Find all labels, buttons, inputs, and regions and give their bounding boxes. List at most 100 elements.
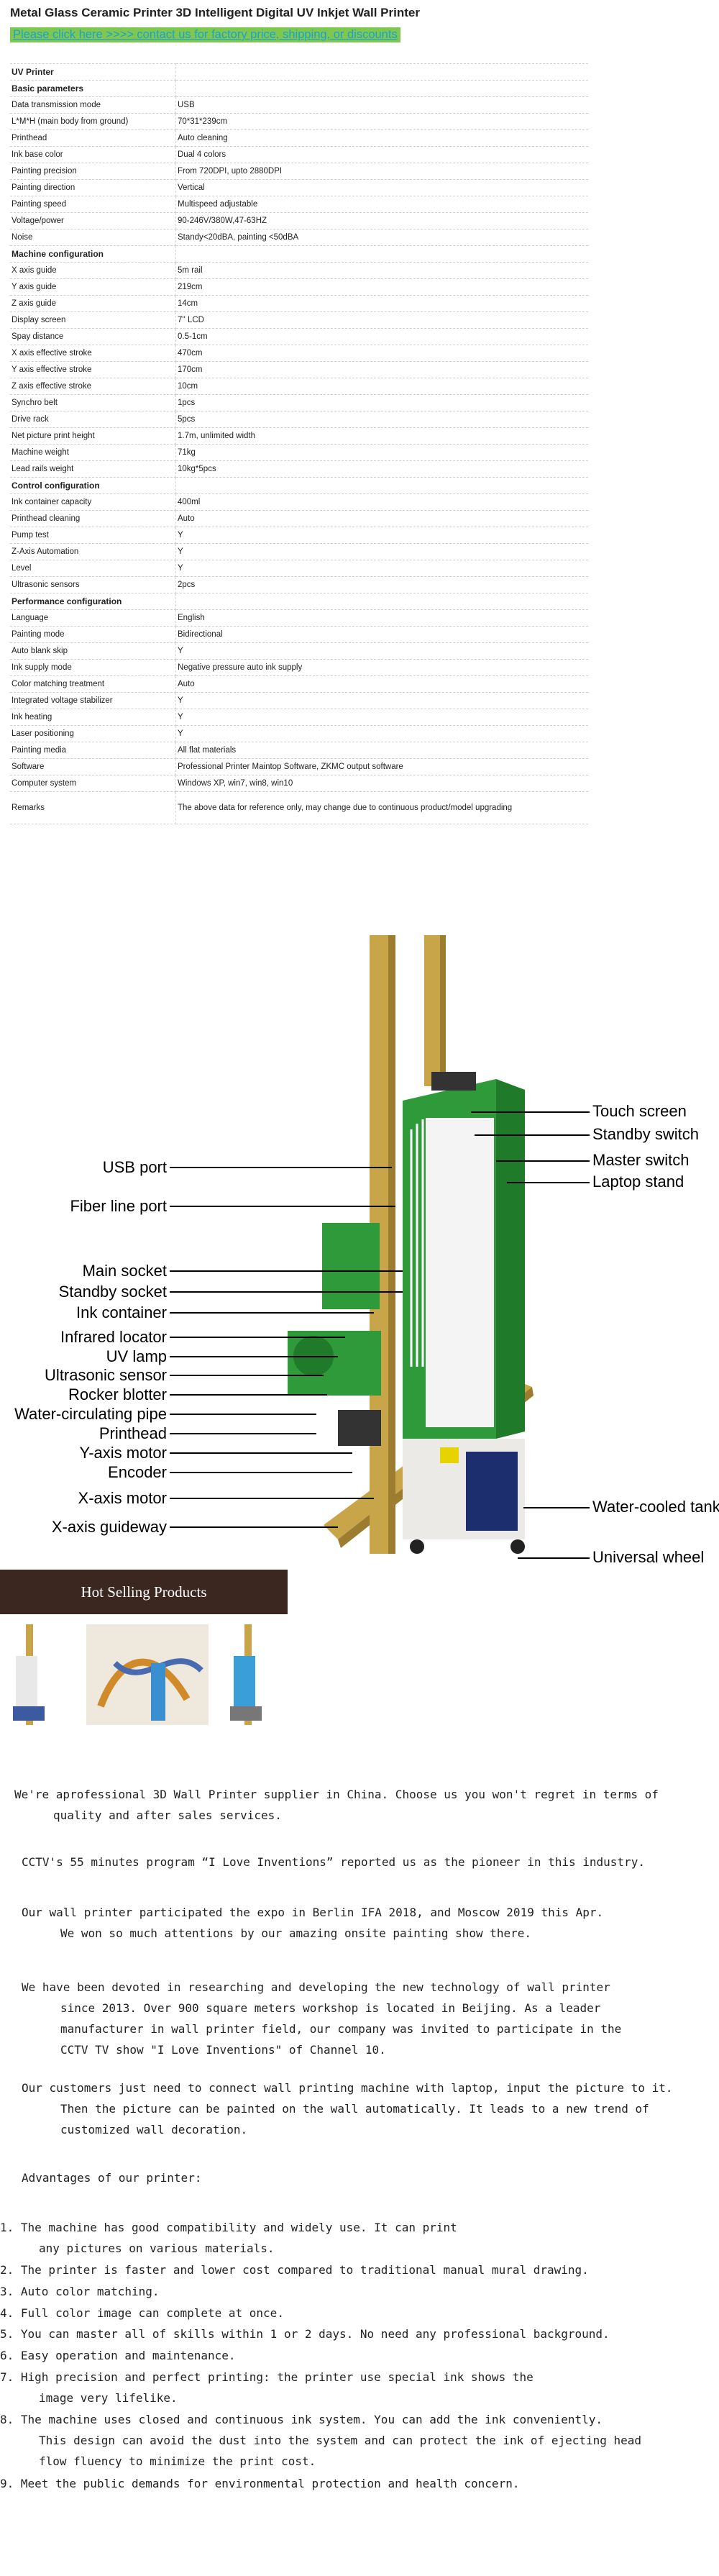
spec-label: Machine weight xyxy=(10,444,176,461)
about-paragraph: We're aprofessional 3D Wall Printer supp… xyxy=(14,1784,659,1826)
spec-value: 90-246V/380W,47-63HZ xyxy=(175,212,588,229)
advantage-item: 6. Easy operation and maintenance. xyxy=(0,2345,236,2366)
spec-label: Level xyxy=(10,560,176,577)
spec-value: Dual 4 colors xyxy=(175,146,588,163)
spec-section-heading: Machine configuration xyxy=(10,245,588,263)
spec-value: USB xyxy=(175,96,588,114)
paragraph-line: flow fluency to minimize the print cost. xyxy=(39,2454,316,2468)
paragraph-line: CCTV TV show "I Love Inventions" of Chan… xyxy=(60,2043,386,2057)
contact-promo-link[interactable]: Please click here >>>> contact us for fa… xyxy=(10,27,400,42)
advantage-item: 7. High precision and perfect printing: … xyxy=(0,2367,533,2408)
spec-value: 71kg xyxy=(175,444,588,461)
spec-label: Painting mode xyxy=(10,626,176,643)
advantage-item: 4. Full color image can complete at once… xyxy=(0,2303,284,2324)
paragraph-line: 4. Full color image can complete at once… xyxy=(0,2306,284,2320)
spec-label: Ink container capacity xyxy=(10,493,176,511)
spec-label: Synchro belt xyxy=(10,394,176,411)
spec-value: 1pcs xyxy=(175,394,588,411)
product-thumbnail-1[interactable] xyxy=(13,1624,45,1725)
spec-value: Auto cleaning xyxy=(175,129,588,147)
advantage-item: 8. The machine uses closed and continuou… xyxy=(0,2409,641,2472)
diagram-label-left: Main socket xyxy=(83,1262,167,1280)
spec-value: 10cm xyxy=(175,378,588,395)
diagram-callout-lines xyxy=(170,1111,590,1559)
paragraph-line: since 2013. Over 900 square meters works… xyxy=(60,2001,601,2015)
spec-value: All flat materials xyxy=(175,742,588,759)
paragraph-line: customized wall decoration. xyxy=(60,2123,248,2136)
spec-value: 219cm xyxy=(175,278,588,296)
paragraph-line: 3. Auto color matching. xyxy=(0,2285,160,2298)
spec-value: 400ml xyxy=(175,493,588,511)
spec-row: L*M*H (main body from ground)70*31*239cm xyxy=(10,113,588,130)
spec-value xyxy=(175,63,588,81)
spec-label: Software xyxy=(10,758,176,775)
paragraph-line: We have been devoted in researching and … xyxy=(22,1980,610,1994)
spec-value: Y xyxy=(175,543,588,560)
diagram-label-right: Laptop stand xyxy=(592,1173,684,1191)
spec-value: 470cm xyxy=(175,345,588,362)
product-thumbnail-2[interactable] xyxy=(86,1624,209,1725)
diagram-label-right: Water-cooled tank xyxy=(592,1498,719,1516)
spec-label: L*M*H (main body from ground) xyxy=(10,113,176,130)
spec-value: Standy<20dBA, painting <50dBA xyxy=(175,229,588,246)
paragraph-line: 5. You can master all of skills within 1… xyxy=(0,2327,610,2341)
spec-value: Y xyxy=(175,527,588,544)
spec-section-heading: Control configuration xyxy=(10,477,588,494)
spec-label: Pump test xyxy=(10,527,176,544)
spec-label: Laser positioning xyxy=(10,725,176,742)
diagram-label-left: Encoder xyxy=(108,1463,167,1481)
spec-value xyxy=(175,245,588,263)
paragraph-line: 1. The machine has good compatibility an… xyxy=(0,2221,457,2234)
spec-label: Z axis effective stroke xyxy=(10,378,176,395)
spec-value: Y xyxy=(175,725,588,742)
paragraph-line: 7. High precision and perfect printing: … xyxy=(0,2370,533,2384)
spec-value xyxy=(175,477,588,494)
spec-label: Painting direction xyxy=(10,179,176,196)
spec-value: 7'' LCD xyxy=(175,311,588,329)
paragraph-line: Our wall printer participated the expo i… xyxy=(22,1906,604,1919)
spec-label: Performance configuration xyxy=(10,593,176,610)
about-paragraph: CCTV's 55 minutes program “I Love Invent… xyxy=(22,1852,645,1872)
diagram-label-left: USB port xyxy=(103,1158,167,1176)
diagram-label-left: Ink container xyxy=(76,1303,167,1321)
paragraph-line: Our customers just need to connect wall … xyxy=(22,2081,673,2095)
paragraph-line: CCTV's 55 minutes program “I Love Invent… xyxy=(22,1855,645,1869)
diagram-label-left: X-axis guideway xyxy=(52,1518,167,1536)
spec-value: Bidirectional xyxy=(175,626,588,643)
spec-label: Display screen xyxy=(10,311,176,329)
spec-label: Integrated voltage stabilizer xyxy=(10,692,176,709)
advantage-item: 5. You can master all of skills within 1… xyxy=(0,2324,610,2344)
spec-label: Y axis guide xyxy=(10,278,176,296)
spec-section-heading: Performance configuration xyxy=(10,593,588,610)
spec-value: 1.7m, unlimited width xyxy=(175,427,588,445)
printer-illustration xyxy=(288,935,533,1554)
diagram-label-left: Water-circulating pipe xyxy=(14,1405,167,1423)
diagram-label-right: Touch screen xyxy=(592,1102,687,1120)
hot-selling-thumbnails xyxy=(0,1620,288,1728)
spec-value: 5pcs xyxy=(175,411,588,428)
diagram-label-left: Fiber line port xyxy=(70,1197,167,1215)
spec-label: Spay distance xyxy=(10,328,176,345)
spec-value: The above data for reference only, may c… xyxy=(175,791,588,824)
diagram-label-left: Ultrasonic sensor xyxy=(45,1366,167,1384)
spec-label: Ink base color xyxy=(10,146,176,163)
diagram-label-left: X-axis motor xyxy=(78,1489,167,1507)
product-thumbnail-3[interactable] xyxy=(230,1624,262,1725)
diagram-label-left: UV lamp xyxy=(106,1347,167,1365)
spec-label: X axis effective stroke xyxy=(10,345,176,362)
spec-label: Drive rack xyxy=(10,411,176,428)
diagram-label-right: Universal wheel xyxy=(592,1548,704,1566)
